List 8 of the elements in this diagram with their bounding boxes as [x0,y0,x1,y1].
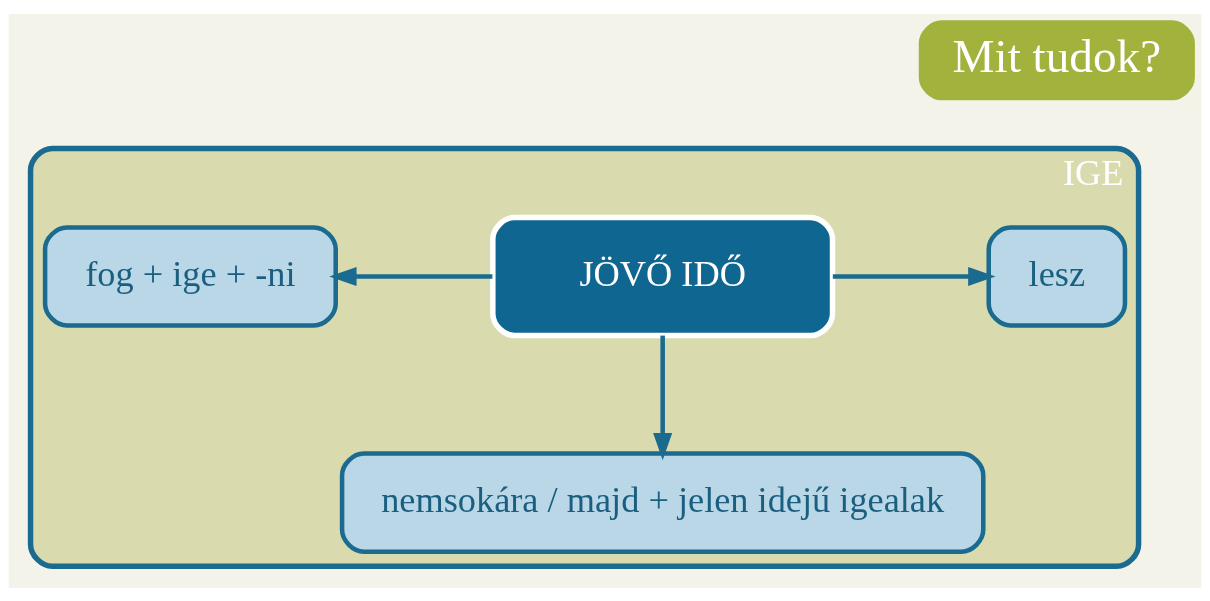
arrow [653,335,673,460]
node-box: JÖVŐ IDŐ [490,214,836,338]
node-box: nemsokára / majd + jelen idejű igealak [339,450,986,554]
node-box: fog + ige + -ni [42,224,338,328]
arrow [832,266,996,286]
node-box: lesz [986,224,1128,328]
node-box: Mit tudok? [918,19,1195,100]
arrow [329,266,493,286]
